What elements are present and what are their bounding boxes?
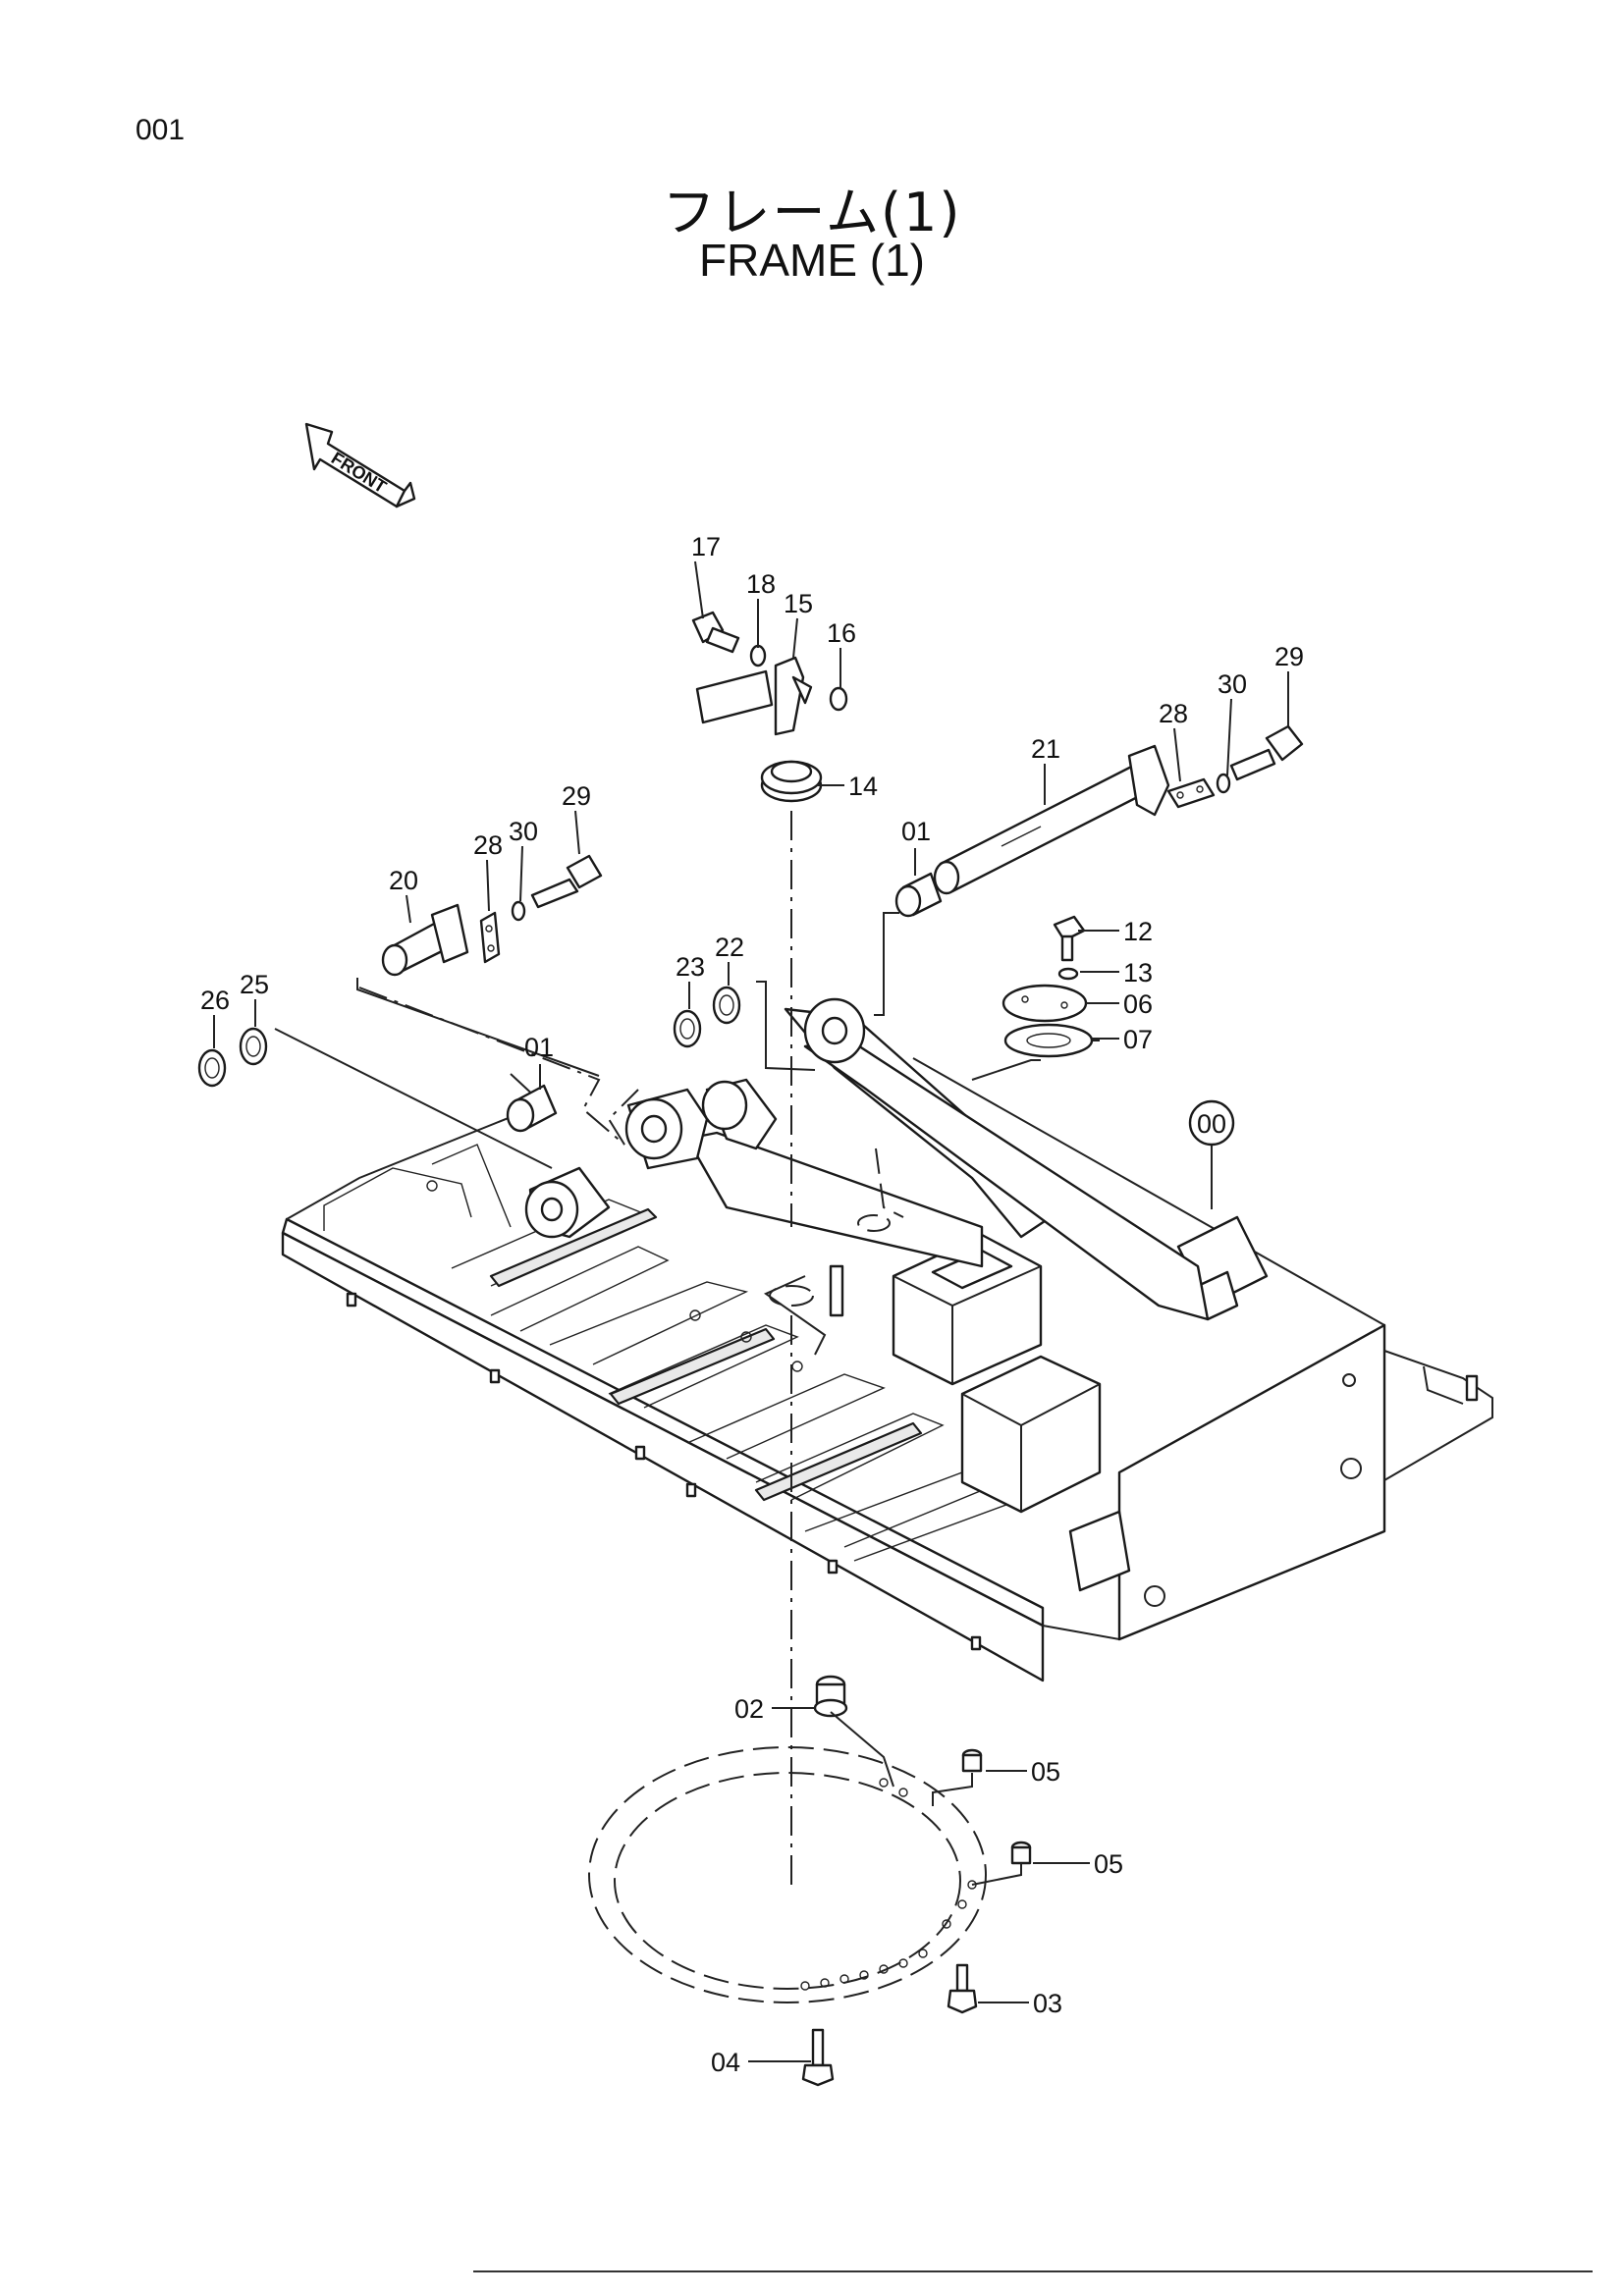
callout-05-lower: 05	[1094, 1849, 1123, 1879]
callout-07: 07	[1123, 1025, 1153, 1054]
callout-03: 03	[1033, 1989, 1062, 2018]
bolt-29-right	[1229, 724, 1304, 781]
main-frame	[281, 1057, 1493, 1682]
callout-30-right: 30	[1218, 669, 1247, 699]
callout-04: 04	[711, 2048, 740, 2077]
callout-29-left: 29	[562, 781, 591, 811]
shim-22	[712, 986, 741, 1025]
callout-20: 20	[389, 866, 418, 895]
bushing-01-left	[506, 1084, 558, 1133]
callout-30-left: 30	[509, 817, 538, 846]
callout-23: 23	[676, 952, 705, 982]
callout-18: 18	[746, 569, 776, 599]
bushing-01-right	[894, 872, 943, 918]
callout-labels: 00 01 01 02 03 04 05 05 06 07 12 13 14 1…	[200, 532, 1304, 2077]
plug-05-upper	[961, 1748, 983, 1773]
front-arrow-label: FRONT	[328, 448, 390, 497]
bolt-12	[1053, 915, 1086, 962]
shim-26	[197, 1048, 227, 1088]
plate-28-left	[479, 911, 501, 964]
callout-15: 15	[784, 589, 813, 618]
leader-lines	[213, 561, 1289, 2062]
shim-23	[673, 1009, 702, 1048]
callout-00: 00	[1197, 1109, 1226, 1139]
bottom-rule	[473, 2270, 1593, 2272]
bracket-15	[695, 656, 813, 736]
callout-25: 25	[240, 970, 269, 999]
washer-30-right	[1216, 773, 1231, 794]
callout-28-right: 28	[1159, 699, 1188, 728]
plate-07	[1003, 1023, 1094, 1058]
callout-29-right: 29	[1274, 642, 1304, 671]
callout-13: 13	[1123, 958, 1153, 988]
bolt-03	[947, 1963, 978, 2014]
bolt-02	[813, 1675, 848, 1718]
callout-14: 14	[848, 772, 878, 801]
callout-12: 12	[1123, 917, 1153, 946]
washer-16	[829, 686, 848, 712]
plate-28-right	[1166, 777, 1216, 809]
bolt-04	[801, 2028, 835, 2087]
diagram-title-english: FRAME (1)	[699, 235, 925, 286]
plug-05-lower	[1010, 1841, 1032, 1865]
page-number: 001	[135, 114, 186, 146]
assembly-00-circle	[1188, 1099, 1235, 1147]
washer-13	[1057, 967, 1079, 981]
swing-bearing-ring	[588, 1746, 987, 2003]
callout-01-left: 01	[524, 1033, 554, 1062]
callout-22: 22	[715, 933, 744, 962]
callout-01-right: 01	[901, 817, 931, 846]
washer-30-left	[511, 900, 526, 922]
callout-26: 26	[200, 986, 230, 1015]
callout-05-upper: 05	[1031, 1757, 1060, 1787]
boom-foot-brackets	[524, 997, 1210, 1321]
shim-25	[239, 1027, 268, 1066]
diagram-title-japanese: フレーム(1)	[662, 182, 962, 243]
bolt-29-left	[530, 854, 603, 909]
pin-20	[381, 903, 469, 977]
callout-16: 16	[827, 618, 856, 648]
callout-28-left: 28	[473, 830, 503, 860]
bolt-17	[691, 611, 740, 654]
callout-02: 02	[734, 1694, 764, 1724]
cover-06	[1001, 984, 1088, 1023]
callout-17: 17	[691, 532, 721, 561]
front-arrow-icon: FRONT	[304, 422, 416, 508]
washer-18	[749, 644, 767, 667]
pin-21	[933, 744, 1170, 895]
grommet-14	[760, 760, 823, 803]
callout-06: 06	[1123, 989, 1153, 1019]
callout-21: 21	[1031, 734, 1060, 764]
